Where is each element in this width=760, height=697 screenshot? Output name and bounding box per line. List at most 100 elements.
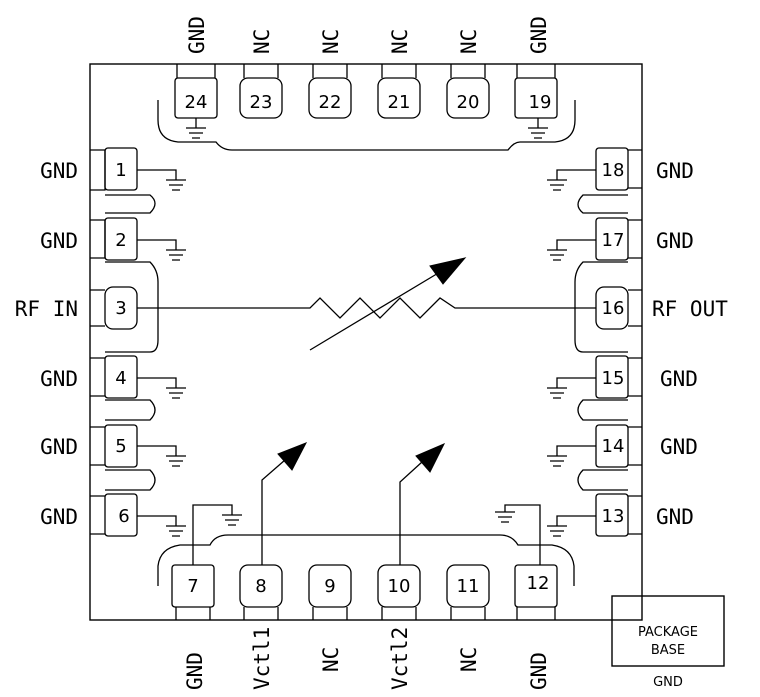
pin-19-label: GND (527, 16, 551, 54)
pin-8-label: Vctl1 (250, 627, 274, 690)
pin-numbers: 1 2 3 4 5 6 7 8 9 10 11 12 13 14 15 16 1… (115, 92, 624, 597)
package-outline (89, 63, 643, 621)
ground-symbols (137, 118, 596, 565)
pad-10 (377, 564, 421, 608)
pin-20-number: 20 (457, 92, 480, 113)
die-notch-5 (105, 469, 156, 491)
pad-13 (595, 493, 629, 537)
pin-22-label: NC (319, 29, 343, 54)
ground-icon (547, 377, 596, 399)
variable-arrow-line (309, 271, 441, 351)
pad-4-lead (90, 357, 105, 397)
pin-4-label: GND (40, 367, 78, 391)
pin-12-label: GND (527, 652, 551, 690)
pad-1-lead (90, 149, 106, 191)
pad-21 (377, 77, 421, 119)
ground-icon (137, 445, 186, 467)
ground-icon (547, 445, 596, 467)
vctl1-arrow-head (277, 442, 308, 471)
left-labels: GND GND RF IN GND GND GND (15, 159, 78, 529)
pin-3-label: RF IN (15, 297, 78, 321)
ground-icon (495, 504, 541, 565)
attenuator-resistor (137, 297, 596, 319)
pad-2 (104, 217, 138, 261)
die-notch-3 (105, 261, 159, 353)
pin-1-number: 1 (115, 160, 126, 181)
pad-10-lead (381, 607, 417, 620)
pad-9-lead (312, 607, 348, 620)
pad-7-lead (175, 607, 211, 620)
pad-4 (104, 355, 138, 399)
ground-icon (547, 239, 596, 261)
pin-13-label: GND (656, 505, 694, 529)
pad-15 (595, 355, 629, 399)
pin-16-label: RF OUT (652, 297, 728, 321)
pin-6-label: GND (40, 505, 78, 529)
pad-6-lead (90, 495, 105, 535)
variable-arrow-head (429, 257, 467, 285)
pin-3-number: 3 (115, 298, 126, 319)
package-base-line1: PACKAGE (638, 625, 698, 640)
die-notch-16 (574, 261, 628, 353)
pin-23-number: 23 (250, 92, 273, 113)
pin-4-number: 4 (115, 368, 126, 389)
pad-13-lead (628, 495, 642, 535)
package-base-label: GND (653, 675, 683, 690)
pin-24-label: GND (185, 16, 209, 54)
pin-21-label: NC (388, 29, 412, 54)
pad-18 (595, 147, 629, 191)
pad-15-lead (628, 357, 642, 397)
die-notch-1 (105, 194, 156, 214)
pad-8 (239, 564, 283, 608)
control-arrows (261, 442, 446, 565)
pin-6-number: 6 (118, 506, 129, 527)
pin-12-number: 12 (527, 573, 550, 594)
pad-21-lead (381, 64, 417, 78)
die-outline-bottom (157, 534, 575, 586)
pad-16-lead (628, 289, 642, 327)
ground-icon (547, 169, 596, 191)
die-outline (157, 100, 576, 151)
pin-18-label: GND (656, 159, 694, 183)
pad-17-lead (628, 219, 642, 259)
ground-icon (137, 239, 186, 261)
pin-11-number: 11 (457, 576, 480, 597)
pad-2-lead (90, 219, 106, 259)
pad-12 (514, 564, 558, 608)
ground-icon (137, 515, 186, 537)
pad-14-lead (628, 426, 642, 466)
bottom-labels: GND Vctl1 NC Vctl2 NC GND (183, 627, 551, 690)
die-notch-18 (577, 194, 628, 214)
pin-9-label: NC (319, 647, 343, 672)
pad-17 (595, 217, 629, 261)
die-notch-15 (577, 399, 628, 421)
pin-13-number: 13 (602, 506, 625, 527)
bottom-pads (171, 564, 558, 620)
pin-14-label: GND (660, 435, 698, 459)
pin-17-label: GND (656, 229, 694, 253)
pin-1-label: GND (40, 159, 78, 183)
pad-22 (308, 77, 352, 119)
pin-8-number: 8 (255, 576, 266, 597)
pad-20-lead (450, 64, 486, 78)
pin-24-number: 24 (185, 92, 208, 113)
top-labels: GND NC NC NC NC GND (185, 16, 551, 54)
pin-15-number: 15 (602, 368, 625, 389)
pad-11 (446, 564, 490, 608)
vctl1-line (261, 459, 286, 565)
right-pads (574, 147, 642, 537)
pin-22-number: 22 (319, 92, 342, 113)
pad-24-lead (176, 64, 216, 78)
pin-14-number: 14 (602, 436, 625, 457)
rf-path (137, 257, 596, 351)
pin-5-number: 5 (115, 436, 126, 457)
pin-16-number: 16 (602, 298, 625, 319)
pad-3-lead (90, 289, 105, 327)
left-pads (90, 147, 159, 537)
pin-5-label: GND (40, 435, 78, 459)
pin-7-number: 7 (187, 576, 198, 597)
pad-18-lead (628, 149, 642, 189)
pin-10-number: 10 (388, 576, 411, 597)
